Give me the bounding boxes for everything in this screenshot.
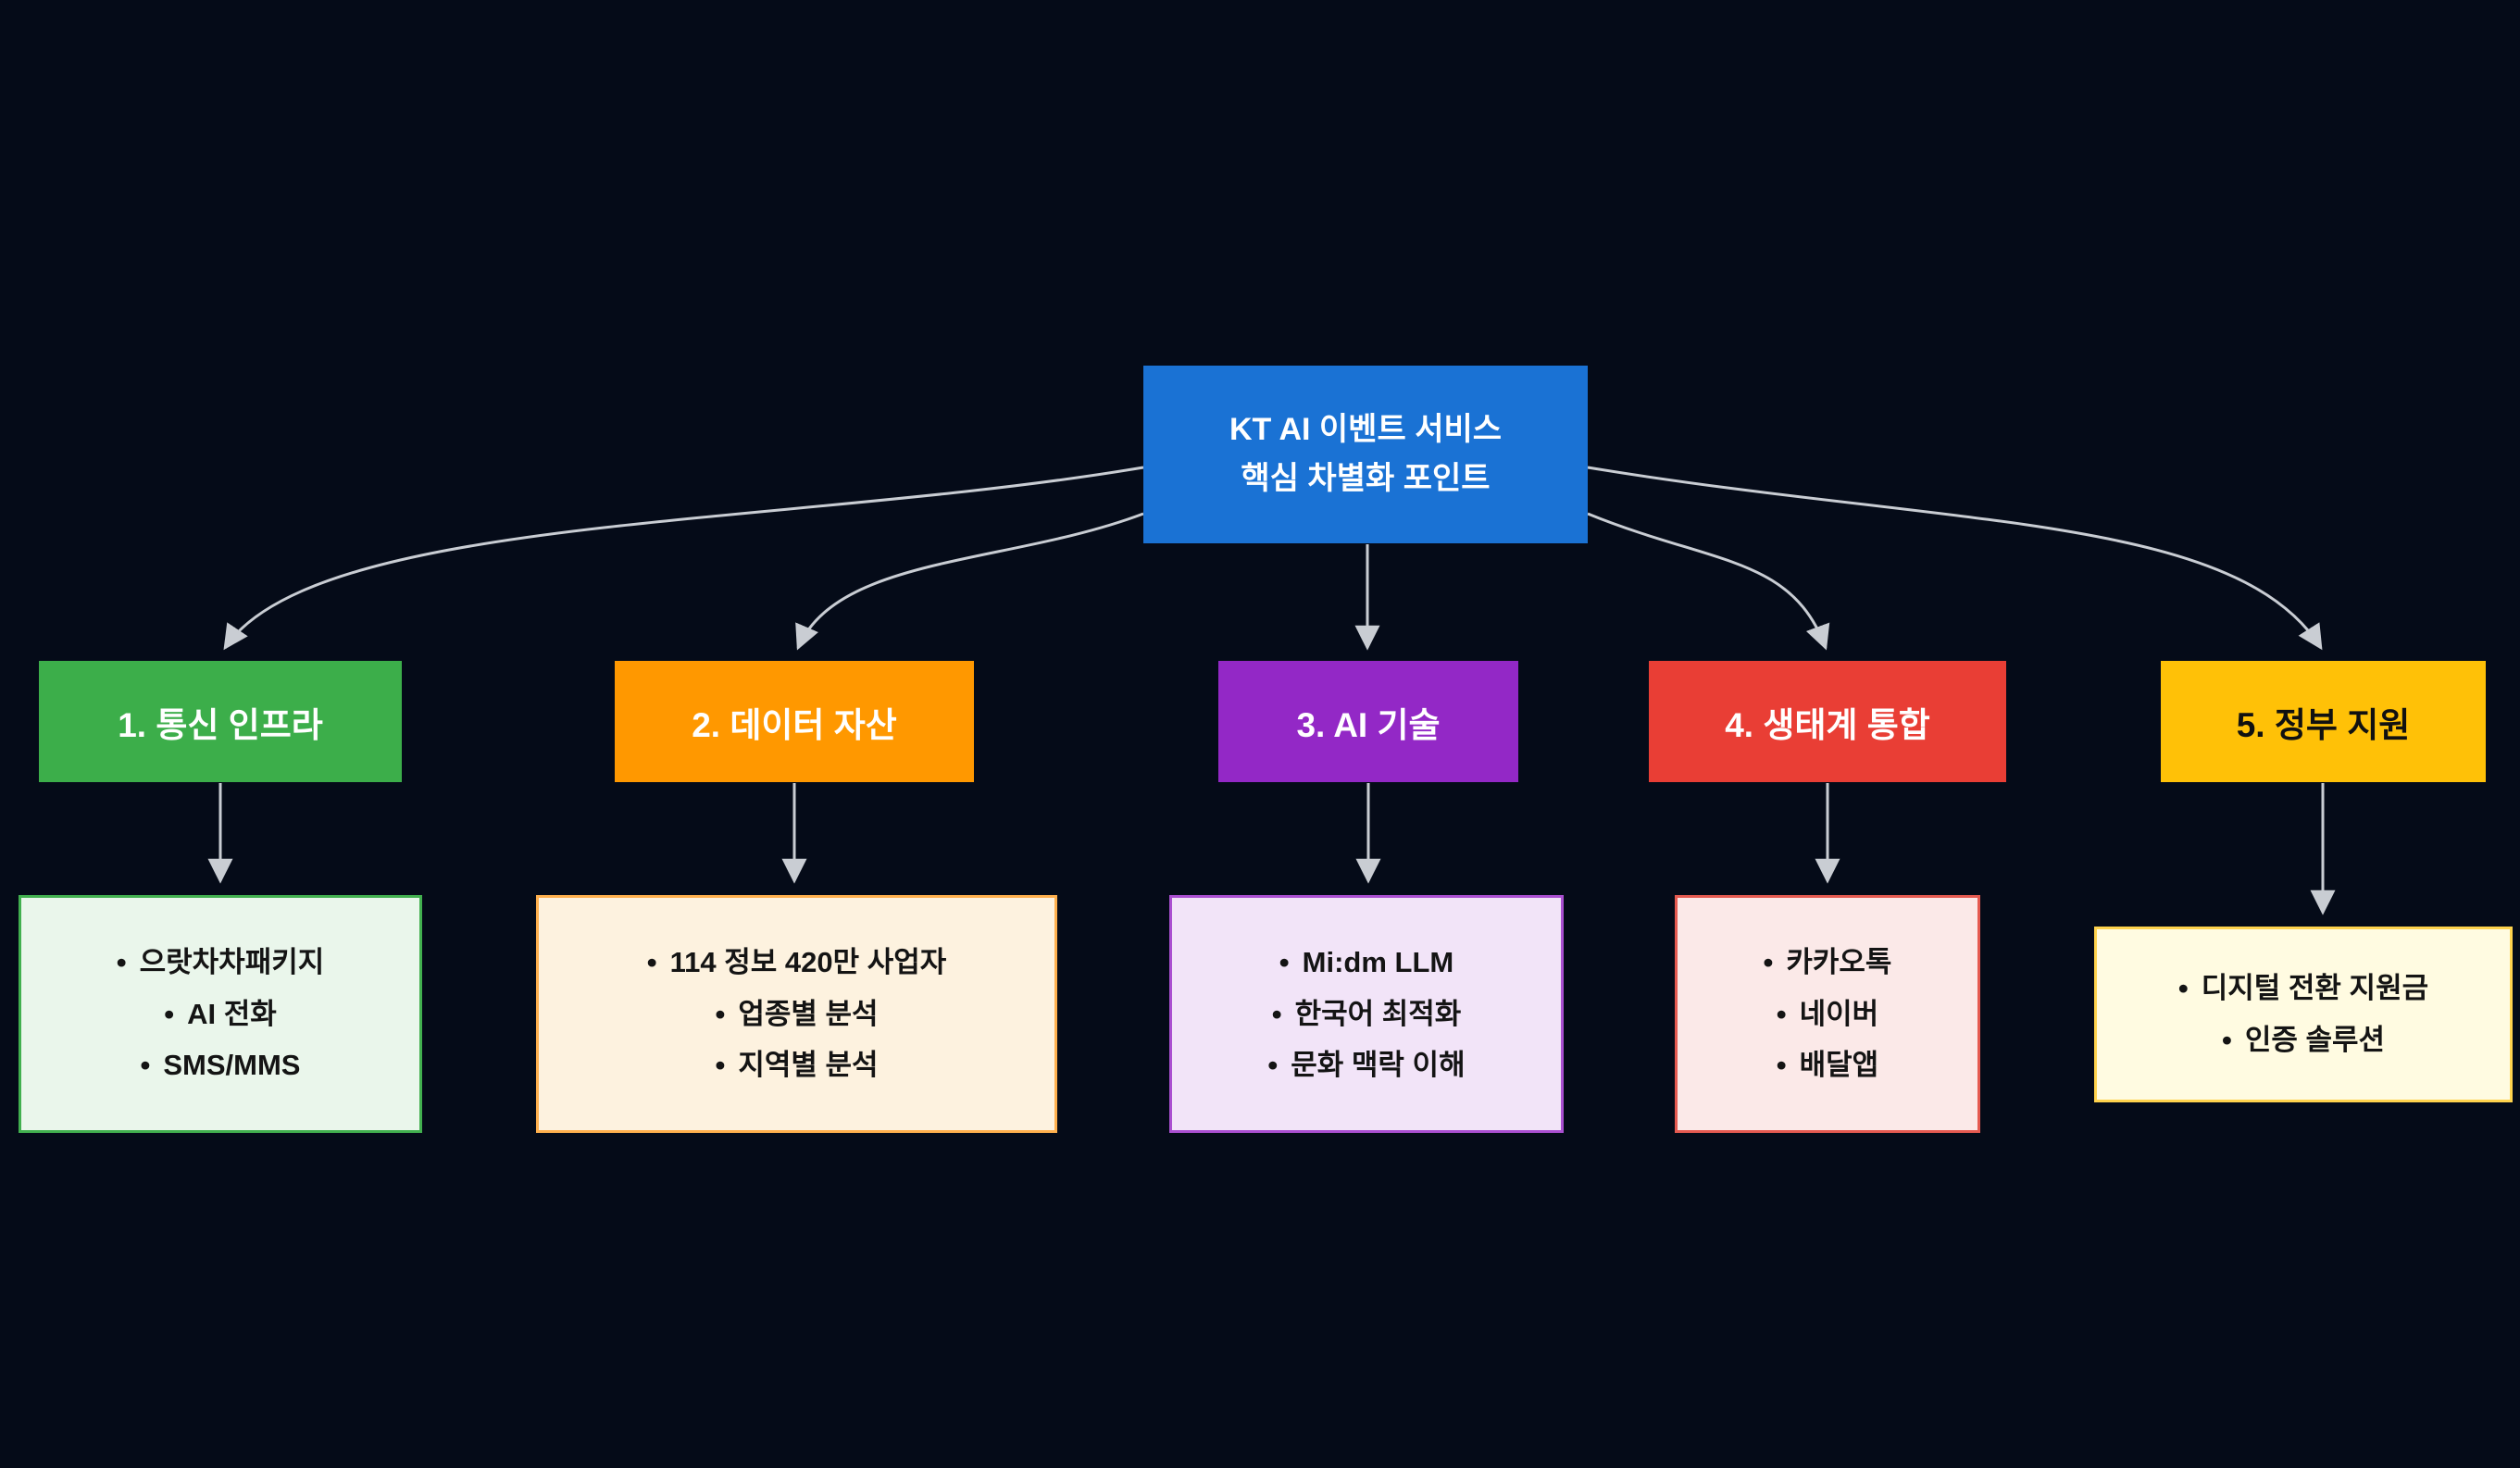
detail-item: 카카오톡 [1764,937,1891,989]
edge-root-branch1 [223,466,1144,651]
branch-label-2: 2. 데이터 자산 [692,705,897,744]
detail-item: 으랏차차패키지 [117,937,325,989]
branch-label-4: 4. 생태계 통합 [1725,705,1930,744]
branch-node-1: 1. 통신 인프라 [39,661,402,782]
detail-node-4: 카카오톡 네이버 배달앱 [1675,895,1980,1133]
detail-item: AI 전화 [117,989,325,1040]
branch-node-2: 2. 데이터 자산 [615,661,974,782]
detail-item: 한국어 최적화 [1267,989,1465,1040]
detail-item: 업종별 분석 [647,989,947,1040]
root-node: KT AI 이벤트 서비스 핵심 차별화 포인트 [1143,366,1588,543]
detail-list-5: 디지털 전환 지원금 인증 솔루션 [2178,963,2428,1066]
edge-root-branch2 [795,512,1144,651]
branch-node-4: 4. 생태계 통합 [1649,661,2006,782]
detail-item: SMS/MMS [117,1039,325,1091]
detail-node-3: Mi:dm LLM 한국어 최적화 문화 맥락 이해 [1169,895,1564,1133]
detail-item: Mi:dm LLM [1267,937,1465,989]
detail-item: 네이버 [1764,989,1892,1040]
detail-node-5: 디지털 전환 지원금 인증 솔루션 [2094,927,2513,1102]
branch-label-5: 5. 정부 지원 [2236,705,2411,744]
branch-node-3: 3. AI 기술 [1218,661,1518,782]
edge-root-branch5 [1587,466,2323,651]
detail-list-3: Mi:dm LLM 한국어 최적화 문화 맥락 이해 [1267,937,1465,1091]
edge-root-branch4 [1587,512,1830,651]
detail-item: 디지털 전환 지원금 [2178,963,2428,1014]
root-title-line2: 핵심 차별화 포인트 [1241,461,1491,496]
detail-item: 인증 솔루션 [2178,1014,2428,1066]
detail-list-4: 카카오톡 네이버 배달앱 [1764,937,1892,1091]
detail-list-1: 으랏차차패키지 AI 전화 SMS/MMS [117,937,325,1091]
branch-label-1: 1. 통신 인프라 [118,705,323,744]
detail-node-2: 114 정보 420만 사업자 업종별 분석 지역별 분석 [536,895,1057,1133]
branch-label-3: 3. AI 기술 [1296,705,1441,744]
branch-node-5: 5. 정부 지원 [2161,661,2486,782]
detail-item: 문화 맥락 이해 [1267,1039,1465,1091]
detail-item: 지역별 분석 [647,1039,947,1091]
root-title-line1: KT AI 이벤트 서비스 [1229,412,1503,448]
detail-item: 배달앱 [1764,1039,1892,1091]
detail-list-2: 114 정보 420만 사업자 업종별 분석 지역별 분석 [647,937,947,1091]
detail-item: 114 정보 420만 사업자 [647,937,947,989]
detail-node-1: 으랏차차패키지 AI 전화 SMS/MMS [19,895,422,1133]
